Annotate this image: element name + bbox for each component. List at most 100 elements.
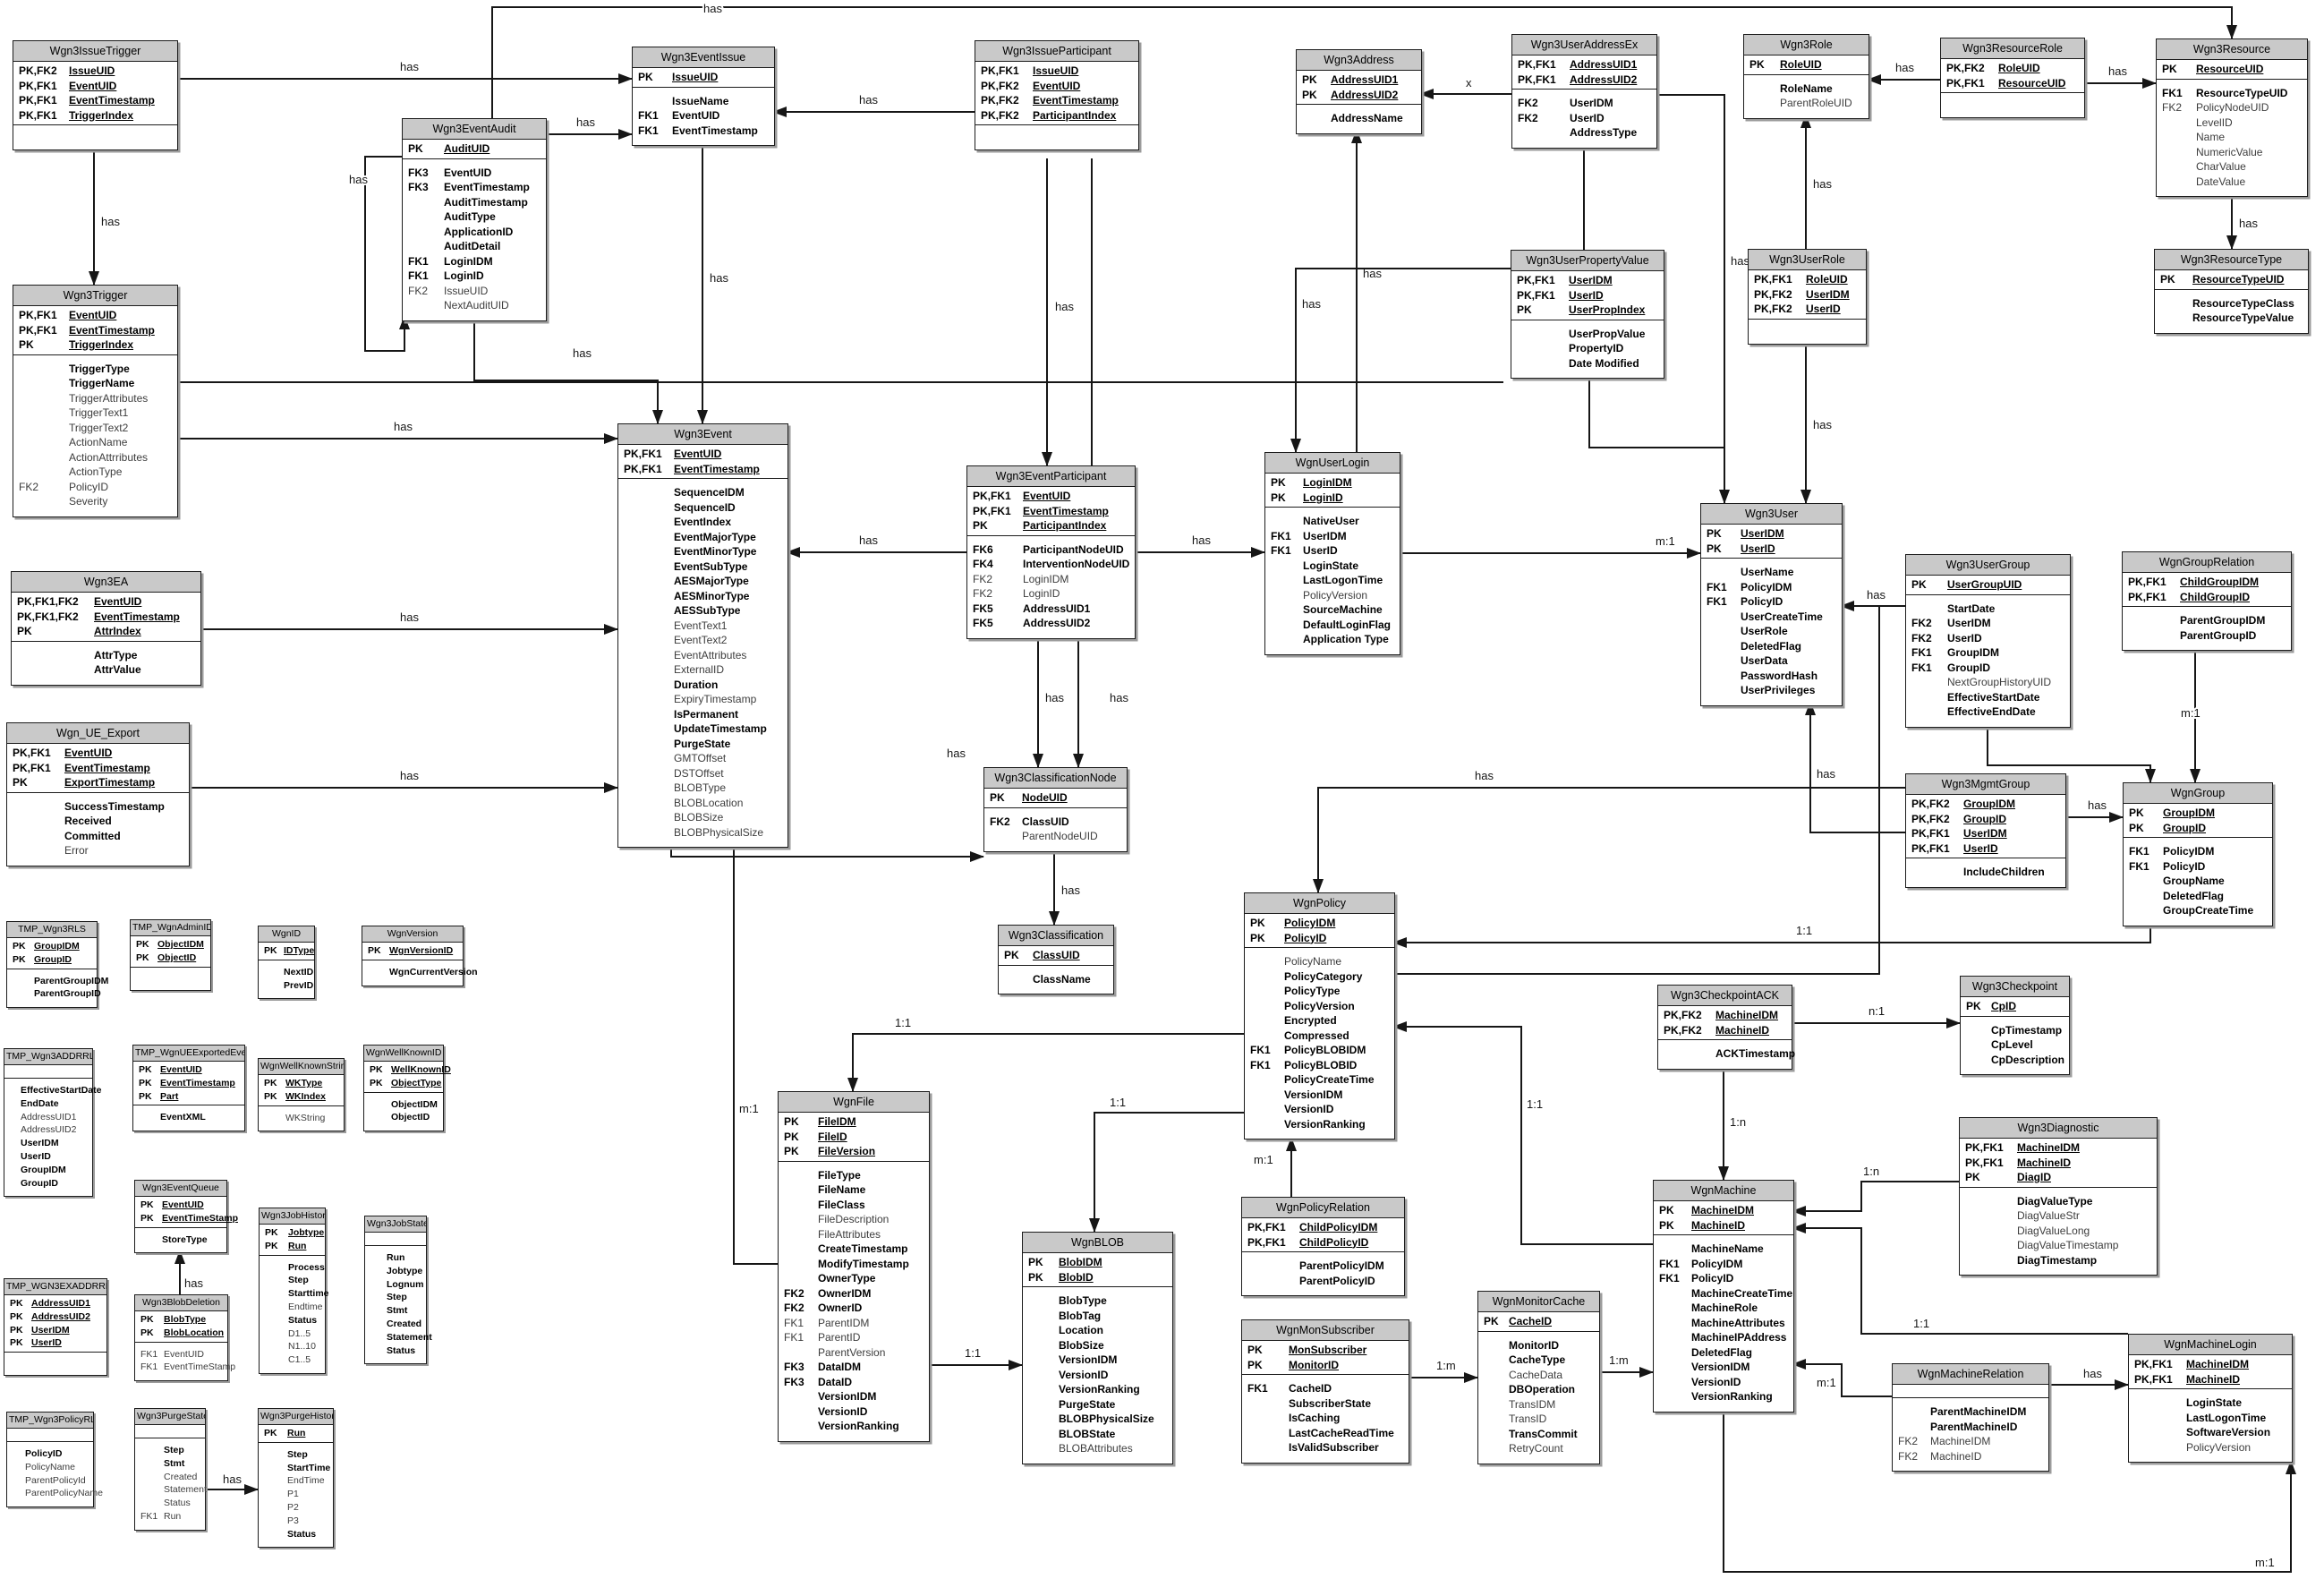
attr-name: Step [287, 1448, 308, 1460]
attr-key-prefix: FK2 [973, 572, 993, 585]
attr-name: ObjectID [157, 952, 197, 963]
relationship-label: has [2083, 1367, 2102, 1380]
attr-key-prefix: PK [1247, 1358, 1263, 1371]
primary-key-section [1893, 1385, 2048, 1398]
entity-title: Wgn3JobHistory [260, 1208, 325, 1225]
relationship-line [1656, 94, 1730, 504]
attr-name: OwnerID [818, 1302, 863, 1314]
attr-key-prefix: PK [140, 1199, 154, 1210]
relationship-label: has [400, 610, 419, 624]
attr-name: VersionID [1059, 1368, 1109, 1381]
attr-key-prefix [264, 1515, 287, 1528]
attr-key-prefix [264, 1448, 287, 1462]
attr-name: DBOperation [1509, 1383, 1576, 1395]
attr-key-prefix [13, 987, 34, 1001]
attribute-row: IsCaching [1247, 1411, 1407, 1426]
attr-name: GMTOffset [674, 752, 727, 764]
attr-name: GroupIDM [2163, 807, 2215, 819]
attr-name: CacheID [1289, 1382, 1332, 1395]
attr-name: MonitorID [1509, 1338, 1559, 1352]
attr-name: EventTimestamp [69, 94, 155, 107]
attr-key-prefix [264, 1112, 285, 1125]
attr-key-prefix [1271, 588, 1303, 603]
attr-key-prefix [784, 1198, 818, 1213]
attr-key-prefix [624, 678, 674, 693]
attribute-row: Statement [370, 1331, 432, 1344]
attr-name: WellKnownID [391, 1064, 451, 1075]
attribute-row: CharValue [2162, 159, 2305, 175]
entity-title: Wgn3Checkpoint [1961, 977, 2069, 997]
attr-key-prefix [264, 966, 284, 979]
attributes-section [131, 968, 210, 990]
attribute-row: DiagTimestamp [1965, 1253, 2155, 1268]
attr-key-prefix: FK1 [2162, 86, 2183, 99]
attr-key-prefix [2162, 159, 2196, 175]
attr-name: Compressed [1284, 1028, 1349, 1042]
attr-key-prefix: PK [368, 945, 381, 956]
attribute-row: EffectiveStartDate [1911, 690, 2068, 705]
attribute-row: UserName [1707, 565, 1840, 580]
attr-name: EventTimestamp [674, 462, 760, 475]
relationship-line [1089, 1112, 1244, 1233]
attribute-row: GroupCreateTime [2129, 903, 2270, 918]
attribute-row: SuccessTimestamp [13, 799, 187, 815]
attr-key-prefix: FK1 [1911, 661, 1932, 674]
attr-key-prefix [1707, 669, 1741, 684]
attribute-row: EndTime [264, 1474, 331, 1488]
attr-name: GroupIDM [1947, 646, 1999, 659]
attr-name: DefaultLoginFlag [1303, 618, 1391, 631]
attr-key-prefix: PK [1966, 1000, 1981, 1012]
attribute-row: DeletedFlag [1707, 639, 1840, 654]
attr-key-prefix: PK,FK1 [19, 79, 57, 92]
attr-key-prefix: FK1 [140, 1510, 158, 1522]
attribute-row: DateValue [2162, 175, 2305, 190]
attr-name: DateValue [2196, 175, 2246, 188]
relationship-label: has [101, 215, 120, 228]
attr-key-prefix [624, 796, 674, 811]
attr-key-prefix [1965, 1224, 2017, 1239]
attribute-row: N1..10 [265, 1340, 323, 1353]
attribute-row: MonitorID [1484, 1338, 1597, 1353]
attr-name: FileClass [818, 1198, 865, 1211]
attribute-row: FileName [784, 1182, 927, 1198]
attr-key-prefix: PK [408, 142, 423, 155]
entity-title: WgnMonitorCache [1478, 1292, 1599, 1312]
attr-name: MachineIPAddress [1691, 1331, 1787, 1344]
primary-key-section [365, 1233, 426, 1246]
attr-name: CacheType [1509, 1353, 1566, 1366]
attr-key-prefix [265, 1287, 288, 1301]
attr-name: Jobtype [387, 1265, 423, 1276]
attr-name: ResourceTypeUID [2196, 86, 2288, 99]
attribute-row: AuditType [408, 209, 544, 225]
attr-name: ResourceUID [1998, 76, 2066, 90]
attribute-row: BLOBState [1028, 1427, 1171, 1442]
entity-title: Wgn3EA [12, 572, 200, 593]
